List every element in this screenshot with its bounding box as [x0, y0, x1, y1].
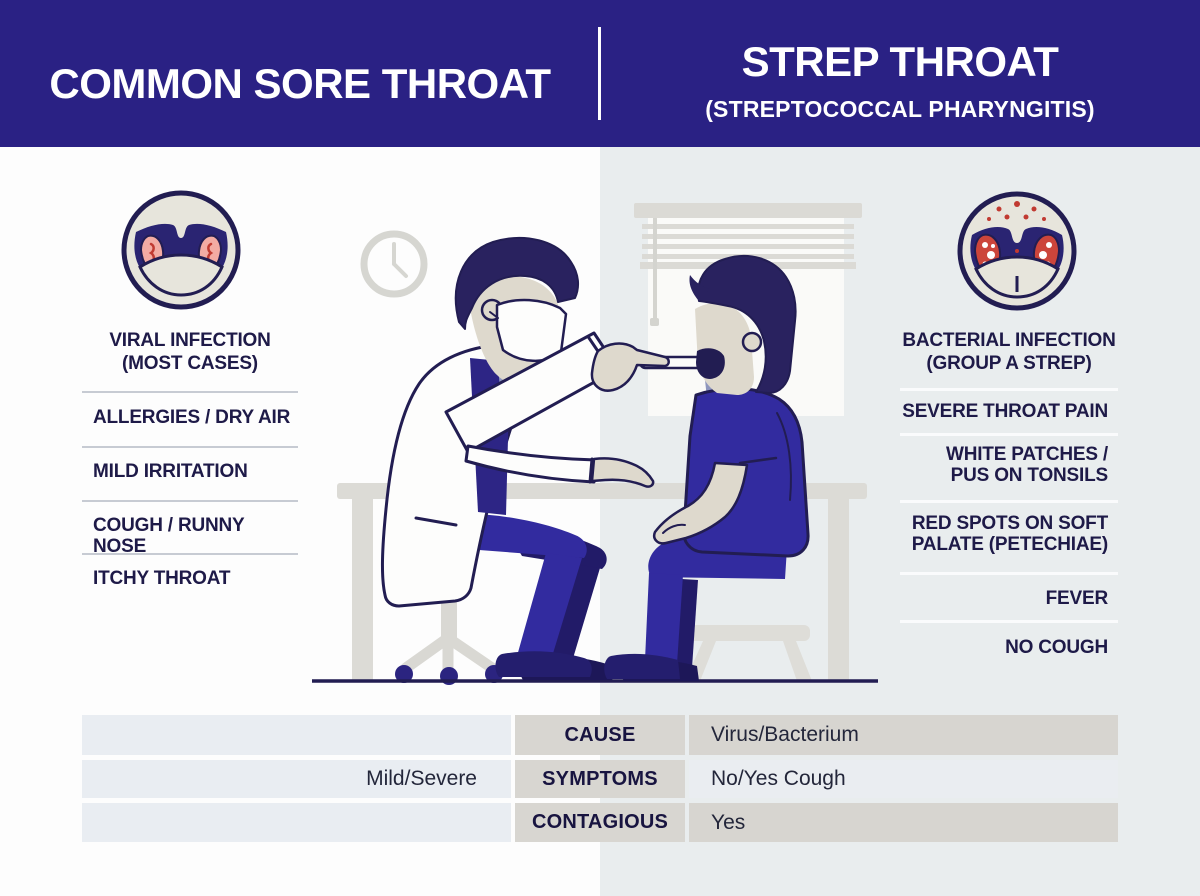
right-symptom-item: WHITE PATCHES / PUS ON TONSILS	[945, 444, 1108, 486]
left-column-title: COMMON SORE THROAT	[49, 60, 551, 107]
header-divider-line	[598, 27, 601, 120]
right-symptom-item: SEVERE THROAT PAIN	[902, 401, 1108, 422]
separator	[900, 572, 1118, 575]
table-left-cell: Mild/Severe	[82, 760, 511, 798]
separator	[900, 500, 1118, 503]
right-column-title: STREP THROAT	[741, 38, 1059, 85]
doctor-patient-illustration	[312, 203, 878, 685]
right-panel-heading: BACTERIAL INFECTION (GROUP A STREP)	[902, 330, 1116, 374]
stool	[685, 625, 812, 681]
table-row-label: CONTAGIOUS	[515, 803, 685, 842]
left-symptom-item: COUGH / RUNNY NOSE	[93, 515, 245, 557]
left-symptom-item: ITCHY THROAT	[93, 568, 231, 589]
doctor-figure	[380, 236, 710, 680]
clock-icon	[360, 230, 428, 298]
right-symptom-item: NO COUGH	[1005, 637, 1108, 658]
left-symptom-item: MILD IRRITATION	[93, 461, 248, 482]
table-value-cell: Virus/Bacterium	[689, 715, 1118, 755]
viral-throat-icon	[121, 190, 241, 310]
right-column-subtitle: (STREPTOCOCCAL PHARYNGITIS)	[705, 96, 1095, 122]
separator	[82, 446, 298, 448]
table-left-cell	[82, 803, 511, 842]
separator	[82, 391, 298, 393]
table-row-label: SYMPTOMS	[515, 760, 685, 798]
right-symptom-item: FEVER	[1045, 588, 1109, 609]
separator	[82, 553, 298, 555]
window-blinds	[634, 203, 862, 416]
patient-figure	[604, 254, 810, 681]
separator	[900, 433, 1118, 436]
table-left-cell	[82, 715, 511, 755]
table-value-cell: Yes	[689, 803, 1118, 842]
separator	[900, 388, 1118, 391]
left-symptom-item: ALLERGIES / DRY AIR	[93, 407, 291, 428]
header-banner: COMMON SORE THROAT STREP THROAT (STREPTO…	[0, 0, 1200, 147]
table-row-label: CAUSE	[515, 715, 685, 755]
right-symptom-item: RED SPOTS ON SOFT PALATE (PETECHIAE)	[911, 513, 1108, 555]
separator	[82, 500, 298, 502]
table-value-cell: No/Yes Cough	[689, 760, 1118, 798]
left-panel-heading: VIRAL INFECTION (MOST CASES)	[109, 330, 271, 374]
separator	[900, 620, 1118, 623]
bacterial-throat-icon	[957, 191, 1077, 311]
